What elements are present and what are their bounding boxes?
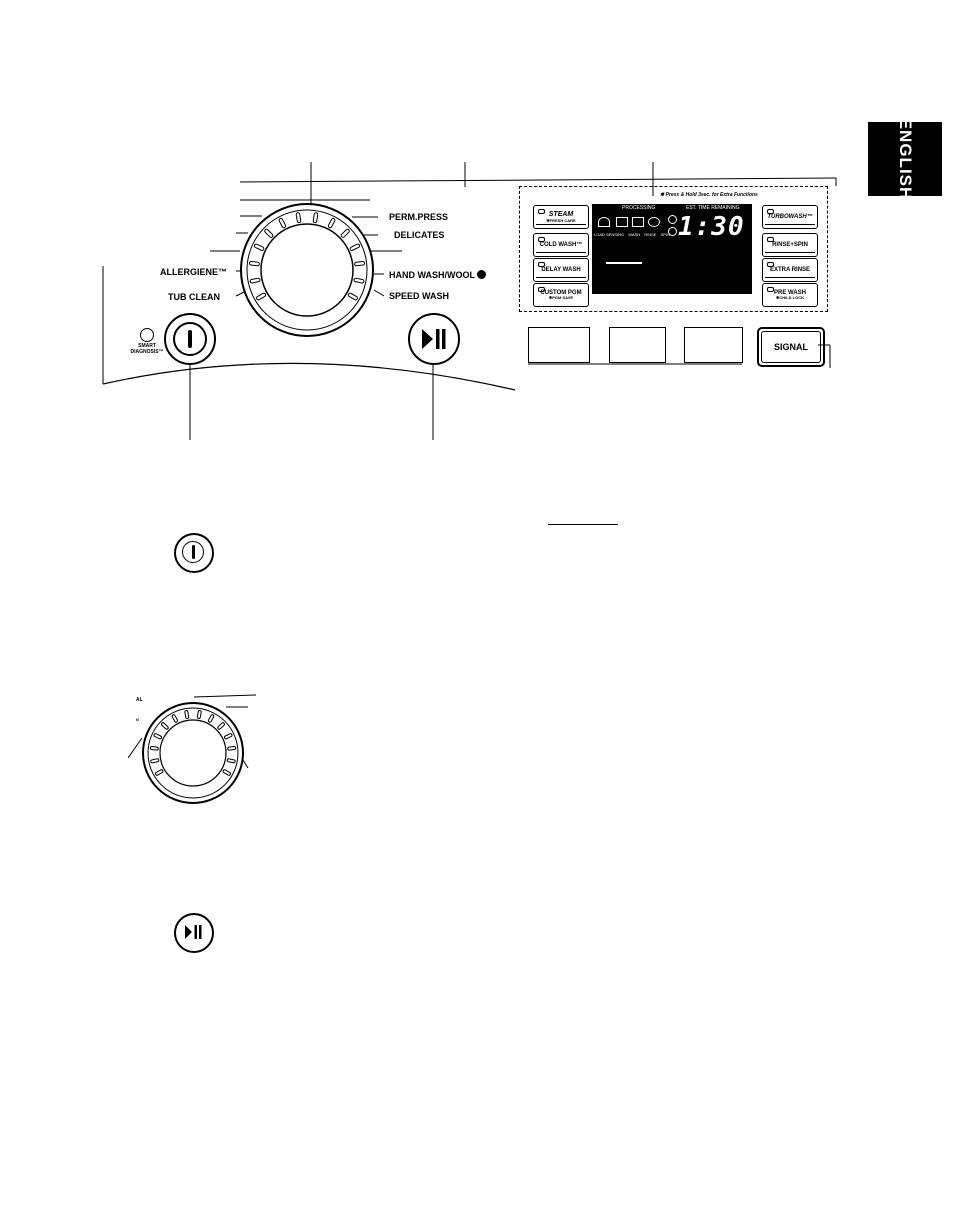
turbowash-button[interactable]: TURBOWASH™ [762,205,818,229]
stage-labels: LOAD SENSING WASH RINSE SPIN [594,232,670,237]
display-underline [606,262,642,264]
display-screen: PROCESSING EST. TIME REMAINING 1:30 LOAD… [592,204,752,294]
smart-diagnosis-label: SMART DIAGNOSIS™ [130,343,164,355]
dial-tick [226,758,236,764]
pre-wash-button[interactable]: PRE WASH ✱CHILD LOCK [762,283,818,307]
rinse-spin-button[interactable]: RINSE+SPIN [762,233,818,257]
dial-label-hand-wash-wool: HAND WASH/WOOL [389,270,487,280]
signal-button[interactable]: SIGNAL [757,327,825,367]
cycle-dial[interactable] [232,195,382,345]
underline-mark [548,524,618,525]
start-pause-button[interactable] [408,313,460,365]
panel-header-note: ✱ Press & Hold 3sec. for Extra Functions [660,192,758,198]
extra-rinse-led [767,262,774,267]
small-dial-label-1: AL [136,697,143,703]
cold-wash-button[interactable]: COLD WASH™ [533,233,589,257]
processing-label: PROCESSING [622,205,656,211]
smart-diagnosis-icon [140,328,154,342]
language-tab: ENGLISH [868,118,942,200]
power-icon [173,322,207,356]
extra-rinse-button[interactable]: EXTRA RINSE [762,258,818,282]
dial-tick [248,260,260,267]
power-button[interactable] [164,313,216,365]
dial-tick [184,710,190,719]
lock-icon [668,215,677,224]
dial-tick [353,277,365,284]
dial-tick [256,292,267,301]
delay-wash-button[interactable]: DELAY WASH [533,258,589,282]
wool-icon [477,270,487,279]
turbowash-led [767,209,774,214]
blank-button-1[interactable] [528,327,590,363]
option-panel [519,186,828,312]
spin-icon [648,217,660,227]
dial-tick [295,212,302,224]
dial-tick [171,714,179,723]
dial-tick [349,243,361,251]
dial-tick [249,277,261,284]
dial-tick [155,769,164,776]
dial-label-tub-clean: TUB CLEAN [168,292,220,302]
blank-button-2[interactable] [609,327,666,363]
dial-tick [207,714,215,723]
wash-icon [616,217,628,227]
dial-tick [196,710,202,719]
stage-icons [598,215,677,236]
small-dial-label-2: N [136,717,139,722]
dial-tick [312,212,319,224]
dial-label-perm-press: PERM.PRESS [389,212,449,222]
callout-lines [102,162,837,440]
smart-diagnosis: SMART DIAGNOSIS™ [130,328,164,355]
cycle-dial-small [128,694,257,804]
pre-wash-led [767,287,774,292]
dial-tick [153,733,163,740]
play-pause-icon [422,329,446,349]
dial-tick [223,733,233,740]
dial-tick [327,217,336,229]
custom-pgm-button[interactable]: CUSTOM PGM ✱PGM SAVE [533,283,589,307]
dial-tick [227,745,237,751]
dial-tick [150,758,160,764]
dial-label-allergiene: ALLERGIENE™ [160,267,228,277]
power-icon-small [174,533,214,573]
dial-tick [340,228,350,238]
steam-led [538,209,545,214]
rinse-spin-led [767,237,774,242]
time-remaining-display: 1:30 [678,212,745,242]
delay-wash-led [538,262,545,267]
dial-label-delicates: DELICATES [394,230,445,240]
dial-tick [354,260,366,267]
dial-tick [253,243,265,251]
load-sensing-icon [598,217,610,227]
dial-tick [149,745,159,751]
rinse-icon [632,217,644,227]
play-pause-icon-small [174,913,214,953]
clock-icon [668,227,677,236]
dial-label-speed-wash: SPEED WASH [389,291,450,301]
dial-tick [222,769,231,776]
dial-tick [161,722,169,730]
dial-tick [278,217,287,229]
dial-tick [264,228,274,238]
blank-button-3[interactable] [684,327,743,363]
time-label: EST. TIME REMAINING [686,205,740,211]
dial-tick [347,292,358,301]
dial-tick [217,722,225,730]
steam-button[interactable]: STEAM ✱FRESH CARE [533,205,589,229]
custom-pgm-led [538,287,545,292]
signal-label: SIGNAL [773,342,808,352]
cold-wash-led [538,237,545,242]
